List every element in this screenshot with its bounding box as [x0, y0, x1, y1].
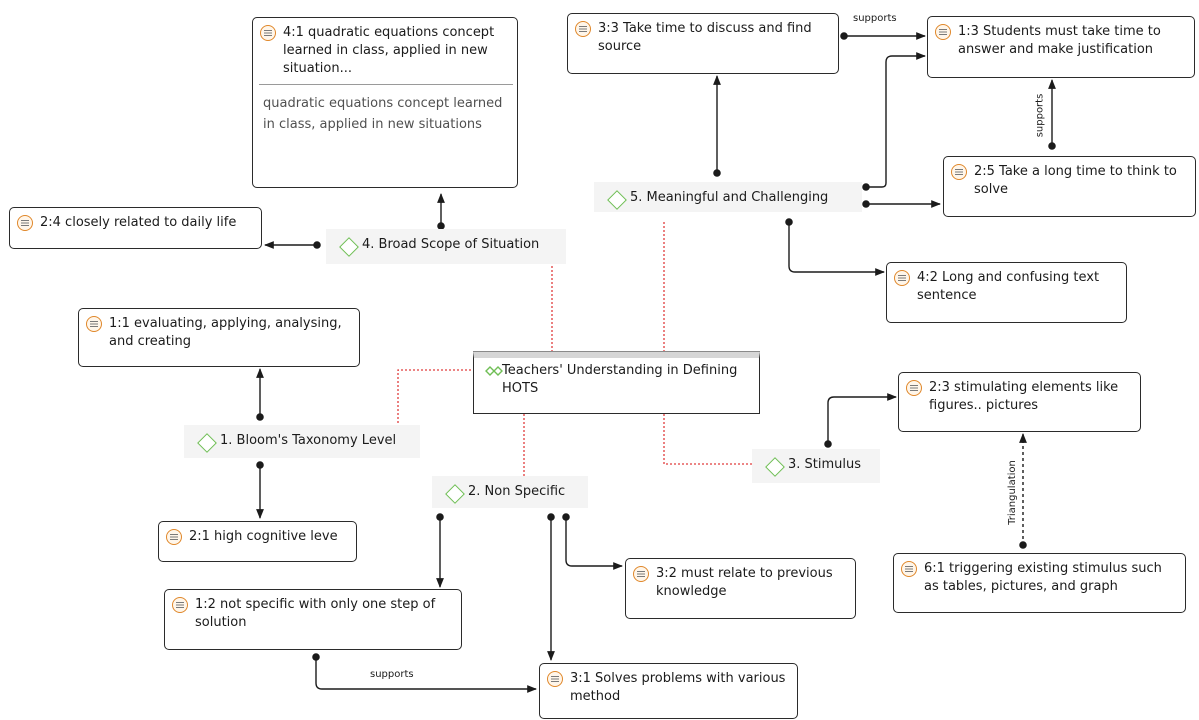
root-label: Teachers' Understanding in Defining HOTS: [502, 363, 738, 396]
link-c5-q42: [785, 218, 885, 276]
relation-label-triangulation: Triangulation: [1006, 460, 1018, 525]
quotation-icon: [86, 316, 102, 332]
root-node[interactable]: Teachers' Understanding in Defining HOTS: [473, 351, 760, 414]
quotation-icon: [547, 671, 563, 687]
quotation-icon: [633, 566, 649, 582]
link-c3-q23: [824, 393, 897, 448]
quotation-label: 2:5 Take a long time to think to solve: [974, 164, 1177, 197]
quotation-label: 3:3 Take time to discuss and find source: [598, 21, 812, 54]
quotation-icon: [172, 597, 188, 613]
code-label: 2. Non Specific: [468, 484, 566, 499]
quotation-icon: [260, 25, 276, 41]
quotation-label: 3:2 must relate to previous knowledge: [656, 566, 833, 599]
quotation-comment: quadratic equations concept learned in c…: [263, 96, 503, 132]
quotation-3-1[interactable]: 3:1 Solves problems with various method: [539, 663, 798, 719]
code-c2[interactable]: 2. Non Specific: [432, 476, 588, 508]
code-diamond-icon: [339, 237, 359, 257]
quotation-4-2[interactable]: 4:2 Long and confusing text sentence: [886, 262, 1127, 323]
quotation-2-4[interactable]: 2:4 closely related to daily life: [9, 207, 262, 249]
quotation-3-2[interactable]: 3:2 must relate to previous knowledge: [625, 558, 856, 619]
quotation-icon: [575, 21, 591, 37]
quotation-icon: [166, 529, 182, 545]
code-label: 3. Stimulus: [788, 457, 862, 472]
quotation-icon: [894, 270, 910, 286]
quotation-label: 1:1 evaluating, applying, analysing, and…: [109, 316, 342, 349]
code-group-icon: [485, 366, 503, 376]
code-c3[interactable]: 3. Stimulus: [752, 449, 880, 483]
quotation-label: 4:2 Long and confusing text sentence: [917, 270, 1100, 303]
quotation-icon: [17, 215, 33, 231]
quotation-label: 2:1 high cognitive leve: [189, 529, 338, 544]
code-diamond-icon: [445, 484, 465, 504]
quotation-2-5[interactable]: 2:5 Take a long time to think to solve: [943, 156, 1196, 217]
code-diamond-icon: [607, 190, 627, 210]
quotation-1-3[interactable]: 1:3 Students must take time to answer an…: [927, 16, 1195, 78]
link-q12-q31: [312, 653, 537, 693]
quotation-4-1[interactable]: 4:1 quadratic equations concept learned …: [252, 17, 518, 188]
quotation-label: 6:1 triggering existing stimulus such as…: [924, 561, 1162, 594]
relation-label-supports: supports: [853, 13, 897, 24]
relation-label-supports: supports: [370, 669, 414, 680]
quotation-3-3[interactable]: 3:3 Take time to discuss and find source: [567, 13, 839, 74]
code-c4[interactable]: 4. Broad Scope of Situation: [326, 229, 566, 264]
root-link-c1: [397, 369, 472, 423]
quotation-1-2[interactable]: 1:2 not specific with only one step of s…: [164, 589, 462, 650]
quotation-label: 1:2 not specific with only one step of s…: [195, 597, 436, 630]
quotation-6-1[interactable]: 6:1 triggering existing stimulus such as…: [893, 553, 1186, 613]
quotation-icon: [935, 24, 951, 40]
quotation-2-1[interactable]: 2:1 high cognitive leve: [158, 521, 357, 562]
quotation-icon: [901, 561, 917, 577]
code-c1[interactable]: 1. Bloom's Taxonomy Level: [184, 425, 420, 458]
quotation-label: 1:3 Students must take time to answer an…: [958, 24, 1161, 57]
code-c5[interactable]: 5. Meaningful and Challenging: [594, 182, 862, 212]
link-c5-q13: [862, 52, 926, 191]
link-c2-q32: [562, 513, 623, 570]
code-label: 4. Broad Scope of Situation: [362, 237, 540, 252]
code-diamond-icon: [197, 433, 217, 453]
quotation-2-3[interactable]: 2:3 stimulating elements like figures.. …: [898, 372, 1141, 432]
code-label: 5. Meaningful and Challenging: [630, 190, 829, 205]
comment-divider: [259, 84, 513, 85]
quotation-1-1[interactable]: 1:1 evaluating, applying, analysing, and…: [78, 308, 360, 367]
code-label: 1. Bloom's Taxonomy Level: [220, 433, 397, 448]
quotation-label: 3:1 Solves problems with various method: [570, 671, 786, 704]
quotation-icon: [906, 380, 922, 396]
quotation-label: 2:4 closely related to daily life: [40, 215, 237, 230]
code-diamond-icon: [765, 457, 785, 477]
quotation-label: 2:3 stimulating elements like figures.. …: [929, 380, 1119, 413]
root-link-c3: [663, 414, 752, 465]
quotation-label: 4:1 quadratic equations concept learned …: [283, 25, 495, 76]
quotation-icon: [951, 164, 967, 180]
relation-label-supports: supports: [1034, 93, 1046, 138]
